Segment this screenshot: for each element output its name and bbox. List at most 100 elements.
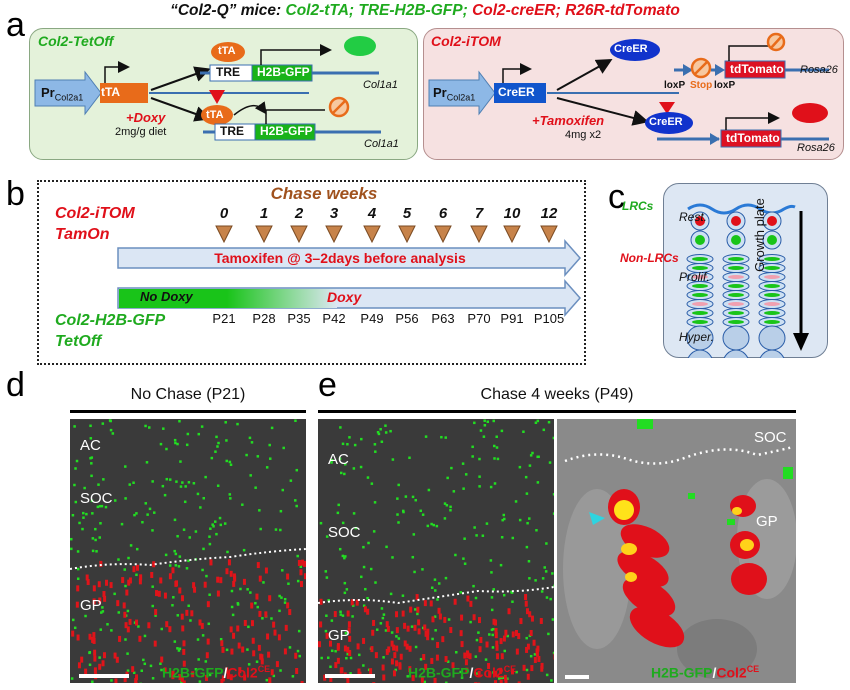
- panel-letter-a: a: [6, 6, 25, 44]
- e-legend-green: H2B-GFP: [408, 664, 470, 681]
- week-marker-4: [363, 225, 381, 244]
- creer-protein-bottom: [645, 112, 693, 134]
- figure-title: “Col2-Q” mice: Col2-tTA; TRE-H2B-GFP; Co…: [0, 2, 850, 20]
- d-legend-sep: /: [223, 664, 228, 681]
- lrcs-label: LRCs: [622, 199, 654, 213]
- e-right-legend: H2B-GFP/Col2CE: [651, 664, 759, 681]
- col1a1-top: Col1a1: [363, 79, 398, 91]
- e-gp-label: GP: [328, 627, 350, 644]
- chase-week-5: 5: [402, 205, 412, 222]
- tre-label-bottom: TRE: [220, 124, 244, 138]
- chase-week-6: 6: [438, 205, 448, 222]
- creer-protein-label-top: CreER: [614, 43, 648, 55]
- tamoxifen-label: +Tamoxifen: [532, 113, 605, 128]
- tamoxifen-arrow: [117, 239, 582, 277]
- panel-a-diagram: [34, 32, 829, 148]
- rosa26-bottom: Rosa26: [797, 142, 835, 154]
- panel-d-title: No Chase (P21): [130, 386, 246, 403]
- e-scale-bar: [325, 674, 375, 678]
- panel-e-rule: [318, 410, 796, 413]
- week-marker-1: [255, 225, 273, 244]
- e-soc2-label: SOC: [754, 429, 787, 446]
- creer-protein-top: [610, 39, 660, 61]
- e-ac-label: AC: [328, 451, 349, 468]
- itom-label-2: TamOn: [55, 226, 110, 243]
- tamoxifen-bar-label: Tamoxifen @ 3–2days before analysis: [214, 250, 466, 266]
- d-legend-sup: CE: [257, 664, 271, 674]
- d-ac-label: AC: [80, 437, 101, 454]
- d-legend-red: Col2: [227, 664, 258, 681]
- rest-label: Rest.: [679, 210, 708, 224]
- growth-plate-diagram: [686, 203, 809, 358]
- tre-label-top: TRE: [216, 65, 240, 79]
- itom-label-1: Col2-iTOM: [55, 205, 135, 222]
- no-doxy-label: No Doxy: [140, 289, 193, 304]
- panel-letter-e: e: [318, 366, 337, 404]
- e-soc-label: SOC: [328, 524, 361, 541]
- title-green: Col2-tTA; TRE-H2B-GFP;: [285, 2, 468, 19]
- col1a1-bottom: Col1a1: [364, 138, 399, 150]
- creer-gene-box: [494, 83, 546, 103]
- timeline-arrows: [117, 225, 582, 317]
- e-legend-sup: CE: [503, 664, 517, 674]
- pr-text-right: Pr: [433, 85, 447, 100]
- col2-tetoff-label: Col2-TetOff: [38, 33, 114, 49]
- creer-protein-label-bottom: CreER: [649, 116, 683, 128]
- h2b-gfp-label-top: H2B-GFP: [257, 65, 310, 79]
- tta-protein: [211, 42, 245, 62]
- age-P42: P42: [322, 311, 346, 326]
- d-soc-label: SOC: [80, 490, 113, 507]
- growth-plate-label: Growth plate: [752, 198, 767, 272]
- prolif-label: Prolif.: [679, 270, 710, 284]
- week-marker-7: [470, 225, 488, 244]
- promoter-label-left: PrCol2a1: [41, 85, 83, 103]
- tta-protein-label: tTA: [218, 45, 236, 57]
- h2b-gfp-label-bottom: H2B-GFP: [260, 124, 313, 138]
- e-right-legend-sep: /: [712, 664, 717, 681]
- tta-gene-box: [100, 83, 148, 103]
- age-P49: P49: [360, 311, 384, 326]
- d-scale-bar: [79, 674, 129, 678]
- panel-letter-b: b: [6, 175, 25, 213]
- pr-sub-right: Col2a1: [446, 92, 476, 103]
- title-red: Col2-creER; R26R-tdTomato: [472, 2, 680, 19]
- doxy-triangle: [209, 90, 225, 104]
- rosa26-top: Rosa26: [800, 64, 838, 76]
- week-marker-2: [290, 225, 308, 244]
- stop-label: Stop: [690, 80, 713, 91]
- chase-week-3: 3: [329, 205, 339, 222]
- age-P21: P21: [212, 311, 236, 326]
- e-right-legend-red: Col2: [716, 664, 747, 681]
- e-legend: H2B-GFP/Col2CE: [408, 664, 516, 681]
- tta-gene-label: tTA: [101, 85, 121, 99]
- week-marker-6: [434, 225, 452, 244]
- d-gp-label: GP: [80, 597, 102, 614]
- doxy-fade: [227, 289, 337, 308]
- micrograph-e-left: [318, 419, 554, 683]
- col2-itom-label: Col2-iTOM: [431, 33, 501, 49]
- tta-protein-label-2: tTA: [206, 109, 224, 121]
- d-legend-green: H2B-GFP: [162, 664, 224, 681]
- tdtomato-label-top: tdTomato: [730, 62, 784, 76]
- e-right-scale-bar: [565, 675, 589, 679]
- e-right-legend-sup: CE: [746, 664, 760, 674]
- age-P35: P35: [287, 311, 311, 326]
- micrograph-d: [70, 419, 306, 683]
- micrograph-e-right: [557, 419, 796, 683]
- panel-d-rule: [70, 410, 306, 413]
- gfp-label-1: Col2-H2B-GFP: [55, 312, 166, 329]
- age-P105: P105: [533, 311, 565, 326]
- gfp-label-2: TetOff: [55, 333, 102, 350]
- non-lrcs-label: Non-LRCs: [620, 251, 679, 265]
- age-P63: P63: [431, 311, 455, 326]
- chase-week-0: 0: [219, 205, 229, 222]
- gfp-protein: [344, 36, 376, 56]
- creer-gene-label: CreER: [498, 85, 535, 99]
- chase-week-10: 10: [503, 205, 521, 222]
- e-gp2-label: GP: [756, 513, 778, 530]
- week-marker-5: [398, 225, 416, 244]
- week-marker-10: [503, 225, 521, 244]
- age-P56: P56: [395, 311, 419, 326]
- pr-sub: Col2a1: [54, 92, 84, 103]
- chase-week-1: 1: [259, 205, 269, 222]
